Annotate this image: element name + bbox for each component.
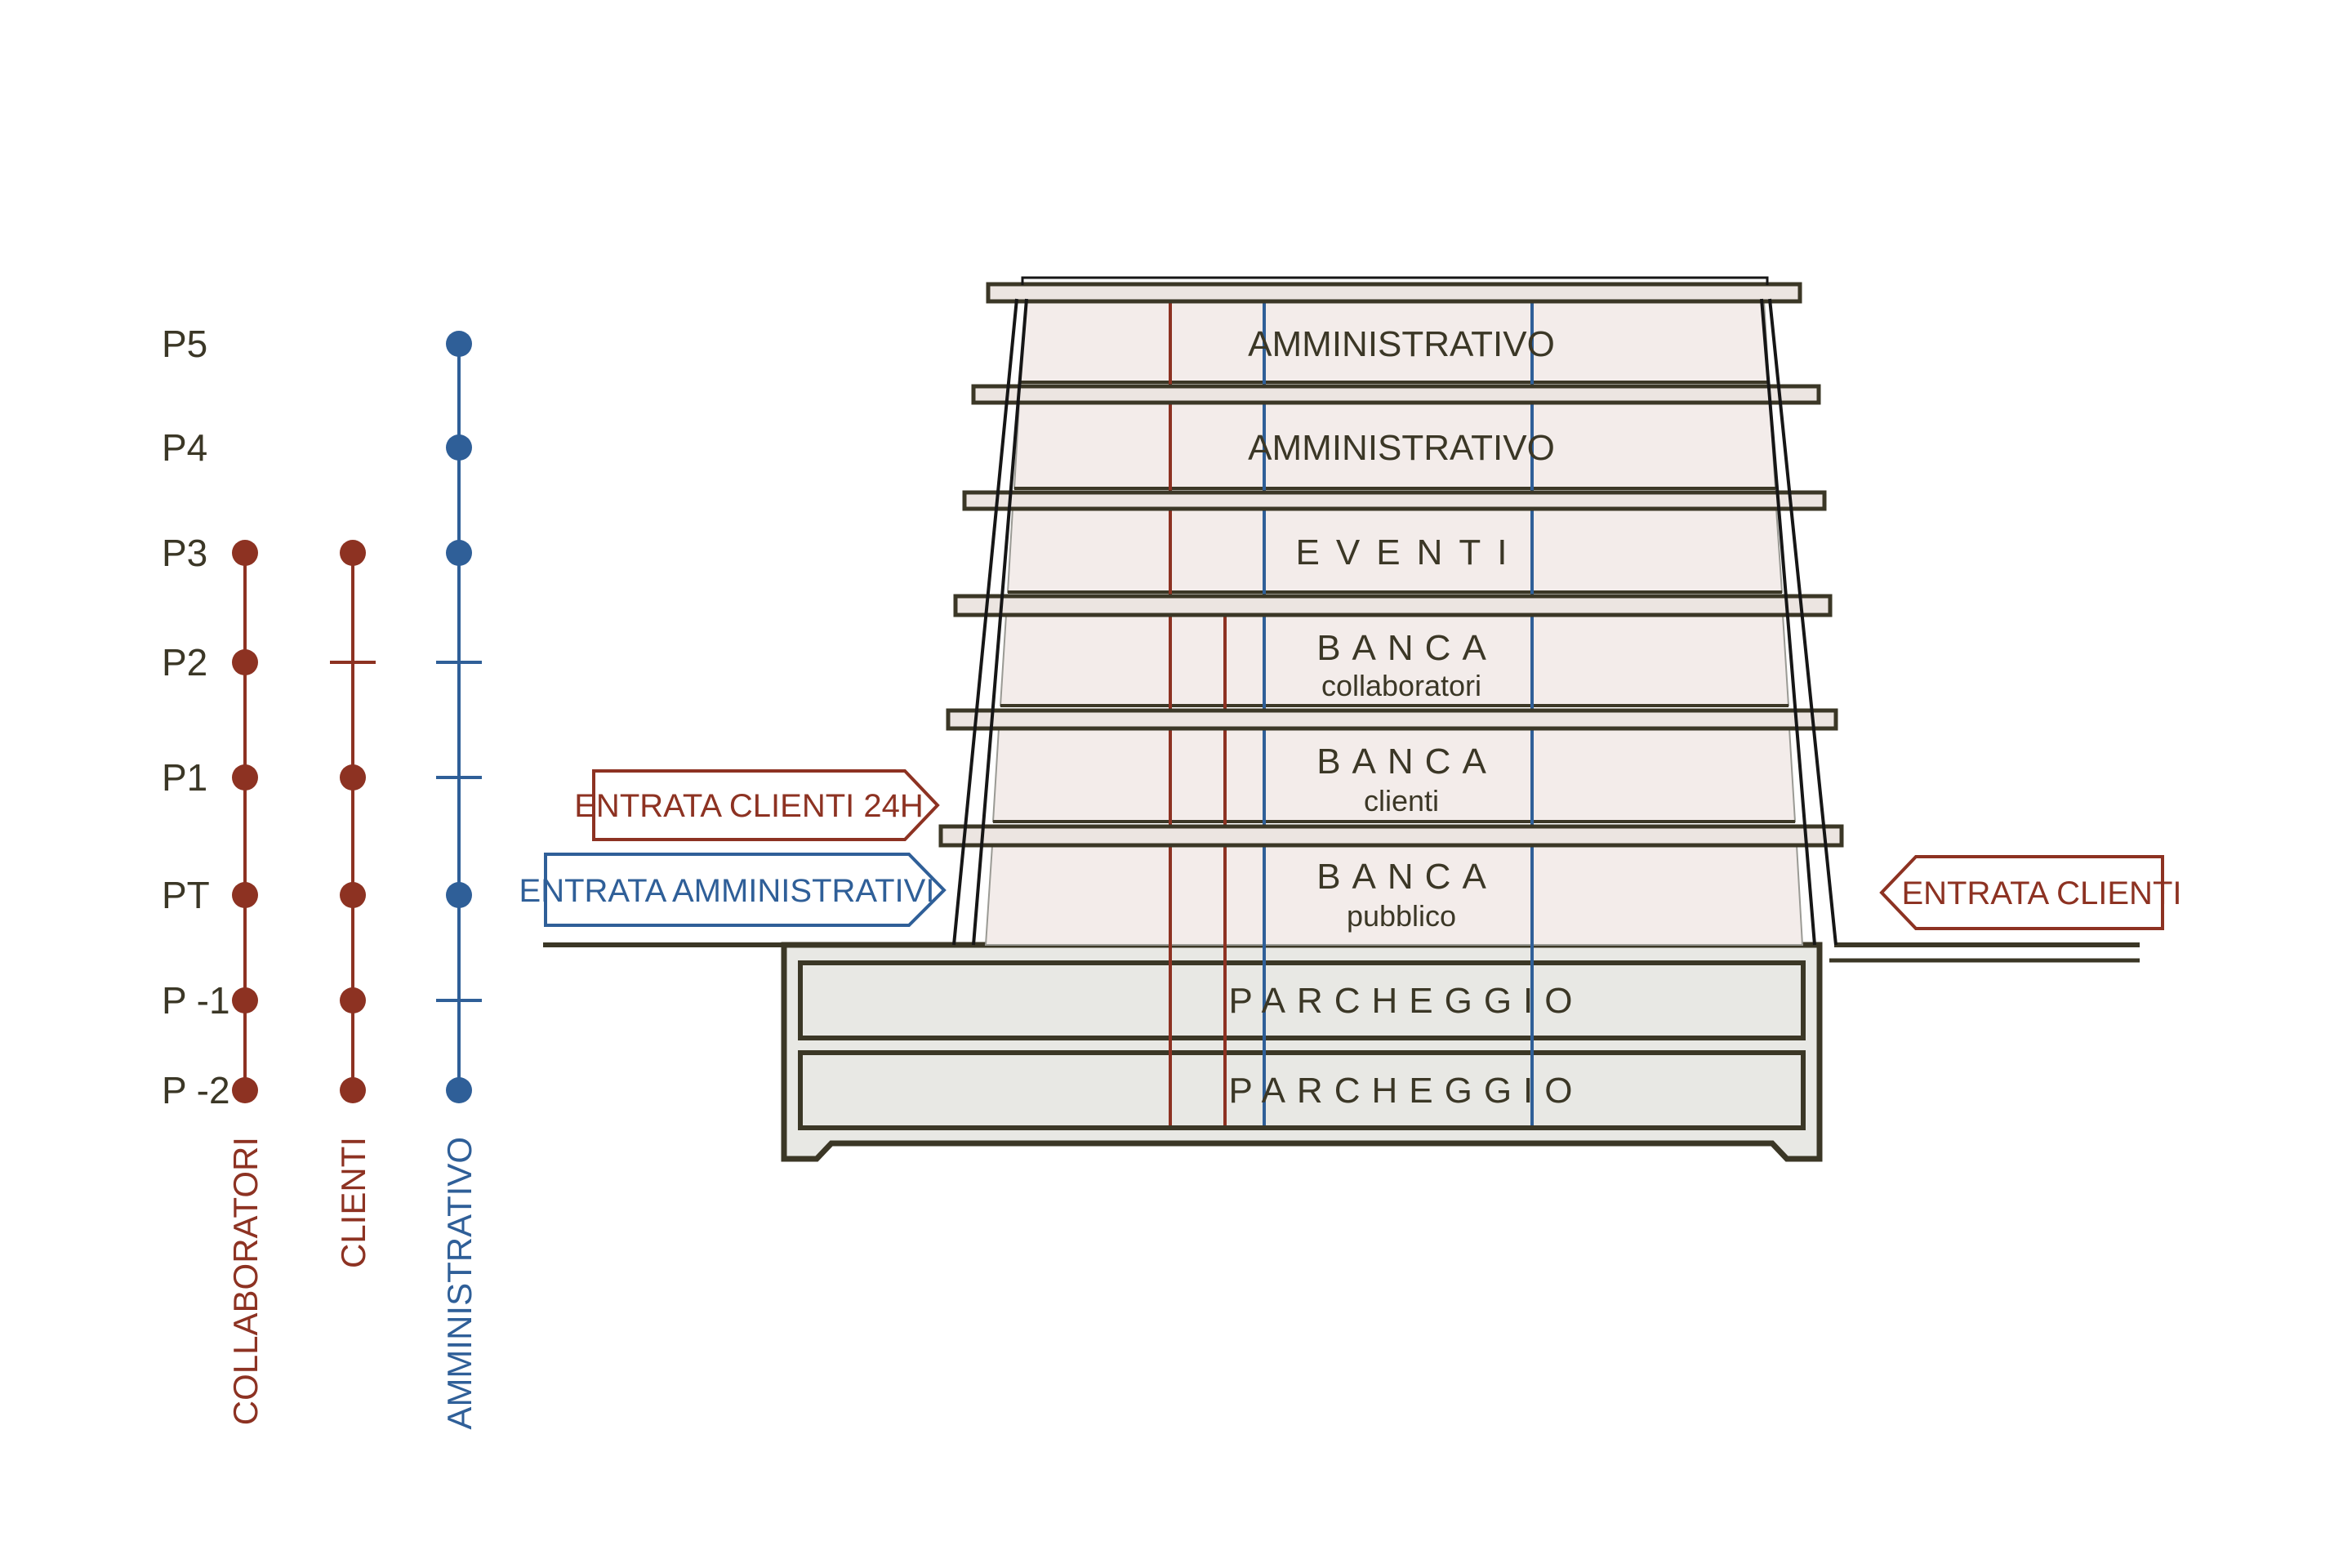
- stop-dot: [446, 882, 472, 908]
- stop-dot: [232, 540, 258, 566]
- entrance-banners: ENTRATA CLIENTI 24H ENTRATA AMMINISTRATI…: [519, 769, 2182, 930]
- banner-entrata-clienti-24h-text: ENTRATA CLIENTI 24H: [574, 788, 924, 824]
- column-label-amministrativo: AMMINISTRATIVO: [440, 1137, 479, 1430]
- floor-label-p1: BANCA: [1316, 742, 1498, 782]
- parking-label-2: PARCHEGGIO: [1228, 1071, 1584, 1111]
- level-label-p1: P1: [162, 756, 207, 799]
- level-label-p5: P5: [162, 323, 207, 365]
- floor-sublabel-p2: collaboratori: [1321, 669, 1481, 702]
- building-floors: [984, 301, 1804, 946]
- floor-label-p2: BANCA: [1316, 628, 1498, 668]
- roof-slab: [986, 282, 1802, 304]
- floor-sublabel-pt: pubblico: [1347, 899, 1456, 933]
- stop-dot: [340, 987, 366, 1013]
- floor-label-p5: AMMINISTRATIVO: [1248, 324, 1555, 364]
- amministrativo-stops: [446, 331, 472, 1103]
- stop-dot: [232, 882, 258, 908]
- level-label-p3: P3: [162, 532, 207, 574]
- stop-dot: [446, 1077, 472, 1103]
- ground-lines: [543, 942, 2140, 963]
- floor-label-p4: AMMINISTRATIVO: [1248, 428, 1555, 468]
- parking-structure: [781, 942, 1823, 1162]
- right-wall-inner: [1760, 298, 1816, 946]
- slab-3: [953, 594, 1833, 617]
- building-walls: [952, 276, 1838, 946]
- banner-entrata-amministrativi-text: ENTRATA AMMINISTRATIVI: [519, 873, 935, 909]
- column-label-collaboratori: COLLABORATORI: [226, 1137, 265, 1425]
- banner-entrata-clienti: ENTRATA CLIENTI: [1879, 855, 2182, 930]
- stop-dot: [232, 764, 258, 791]
- level-label-pt: PT: [162, 874, 210, 916]
- right-wall-outer: [1768, 298, 1838, 946]
- banner-entrata-clienti-24h: ENTRATA CLIENTI 24H: [574, 769, 940, 841]
- legend-column-collaboratori: COLLABORATORI: [226, 540, 265, 1425]
- stop-dot: [340, 1077, 366, 1103]
- left-wall-outer: [952, 298, 1018, 946]
- level-label-p4: P4: [162, 426, 207, 469]
- slab-1: [971, 384, 1821, 405]
- parking-level-2-box: [798, 1050, 1806, 1130]
- slab-5: [938, 824, 1844, 848]
- level-label-p-2: P -2: [162, 1069, 230, 1111]
- stop-dot: [232, 987, 258, 1013]
- banner-entrata-amministrativi: ENTRATA AMMINISTRATIVI: [519, 853, 947, 927]
- column-label-clienti: CLIENTI: [334, 1137, 372, 1268]
- floor-bottom-edges: [993, 381, 1795, 823]
- floor-labels: AMMINISTRATIVO AMMINISTRATIVO EVENTI BAN…: [1228, 324, 1584, 1111]
- stop-dot: [446, 540, 472, 566]
- banner-entrata-clienti-24h-shape: [592, 769, 940, 841]
- stop-dot: [232, 649, 258, 675]
- parking-label-1: PARCHEGGIO: [1228, 981, 1584, 1021]
- banner-entrata-clienti-shape: [1879, 855, 2164, 930]
- stop-dot: [340, 764, 366, 791]
- level-label-p-1: P -1: [162, 979, 230, 1022]
- slab-2: [962, 490, 1827, 511]
- stop-dot: [340, 882, 366, 908]
- stop-dot: [446, 434, 472, 461]
- floor-label-p3: EVENTI: [1296, 532, 1524, 572]
- roof-parapet: [1021, 276, 1769, 285]
- collaboratori-stops: [232, 540, 258, 1103]
- floor-sublabel-p1: clienti: [1364, 784, 1439, 817]
- stop-dot: [446, 331, 472, 357]
- legend-level-labels: P5 P4 P3 P2 P1 PT P -1 P -2: [162, 323, 230, 1111]
- legend-column-amministrativo: AMMINISTRATIVO: [436, 331, 482, 1430]
- stop-dot: [340, 540, 366, 566]
- stop-dot: [232, 1077, 258, 1103]
- legend-column-clienti: CLIENTI: [330, 540, 376, 1268]
- parking-level-1-box: [798, 960, 1806, 1040]
- floor-label-pt: BANCA: [1316, 857, 1498, 897]
- banner-entrata-amministrativi-shape: [544, 853, 947, 927]
- level-label-p2: P2: [162, 641, 207, 684]
- legend: P5 P4 P3 P2 P1 PT P -1 P -2 COLLABORATOR…: [162, 323, 482, 1430]
- left-wall-inner: [972, 298, 1028, 946]
- clienti-stops: [340, 540, 366, 1103]
- floor-slabs: [938, 282, 1844, 848]
- banner-entrata-clienti-text: ENTRATA CLIENTI: [1901, 875, 2181, 911]
- amministrativo-ticks: [436, 661, 482, 1002]
- slab-4: [946, 708, 1838, 731]
